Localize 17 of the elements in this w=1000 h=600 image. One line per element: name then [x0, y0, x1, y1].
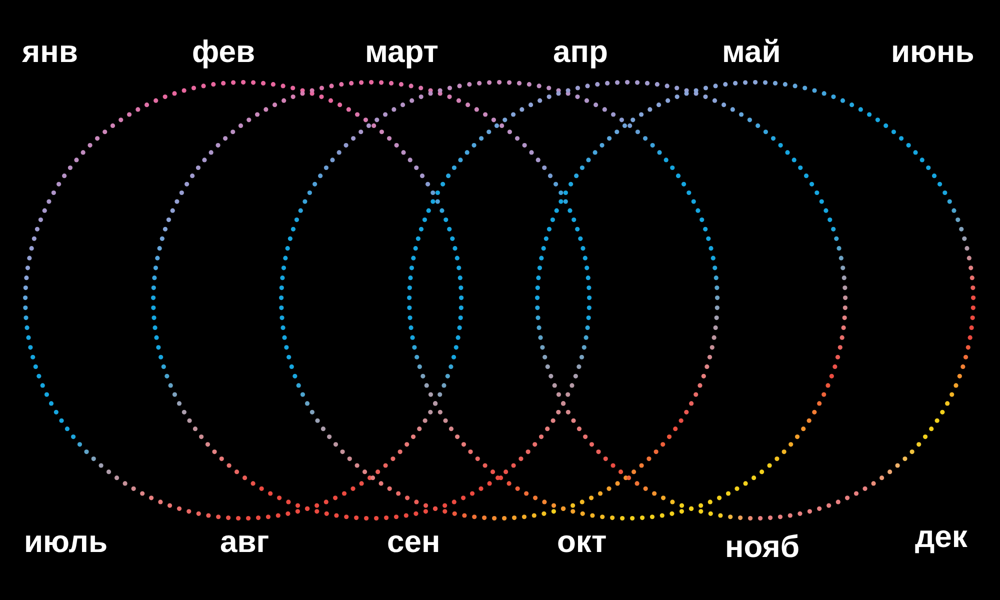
- month-label: сен: [387, 526, 440, 557]
- dotted-circle: [150, 80, 592, 520]
- month-label: дек: [915, 521, 968, 552]
- month-label: янв: [22, 36, 78, 67]
- month-label: июль: [24, 526, 108, 557]
- dotted-circle: [22, 80, 464, 520]
- month-label: окт: [557, 526, 607, 557]
- month-label: март: [365, 36, 438, 67]
- month-label: авг: [220, 526, 270, 557]
- dotted-circle: [278, 80, 720, 520]
- month-label: апр: [553, 36, 608, 67]
- dotted-circle: [406, 80, 848, 520]
- month-label: июнь: [891, 36, 974, 67]
- month-label: май: [722, 36, 781, 67]
- month-label: фев: [192, 36, 256, 67]
- month-label: нояб: [725, 531, 800, 562]
- dotted-circle: [534, 80, 976, 520]
